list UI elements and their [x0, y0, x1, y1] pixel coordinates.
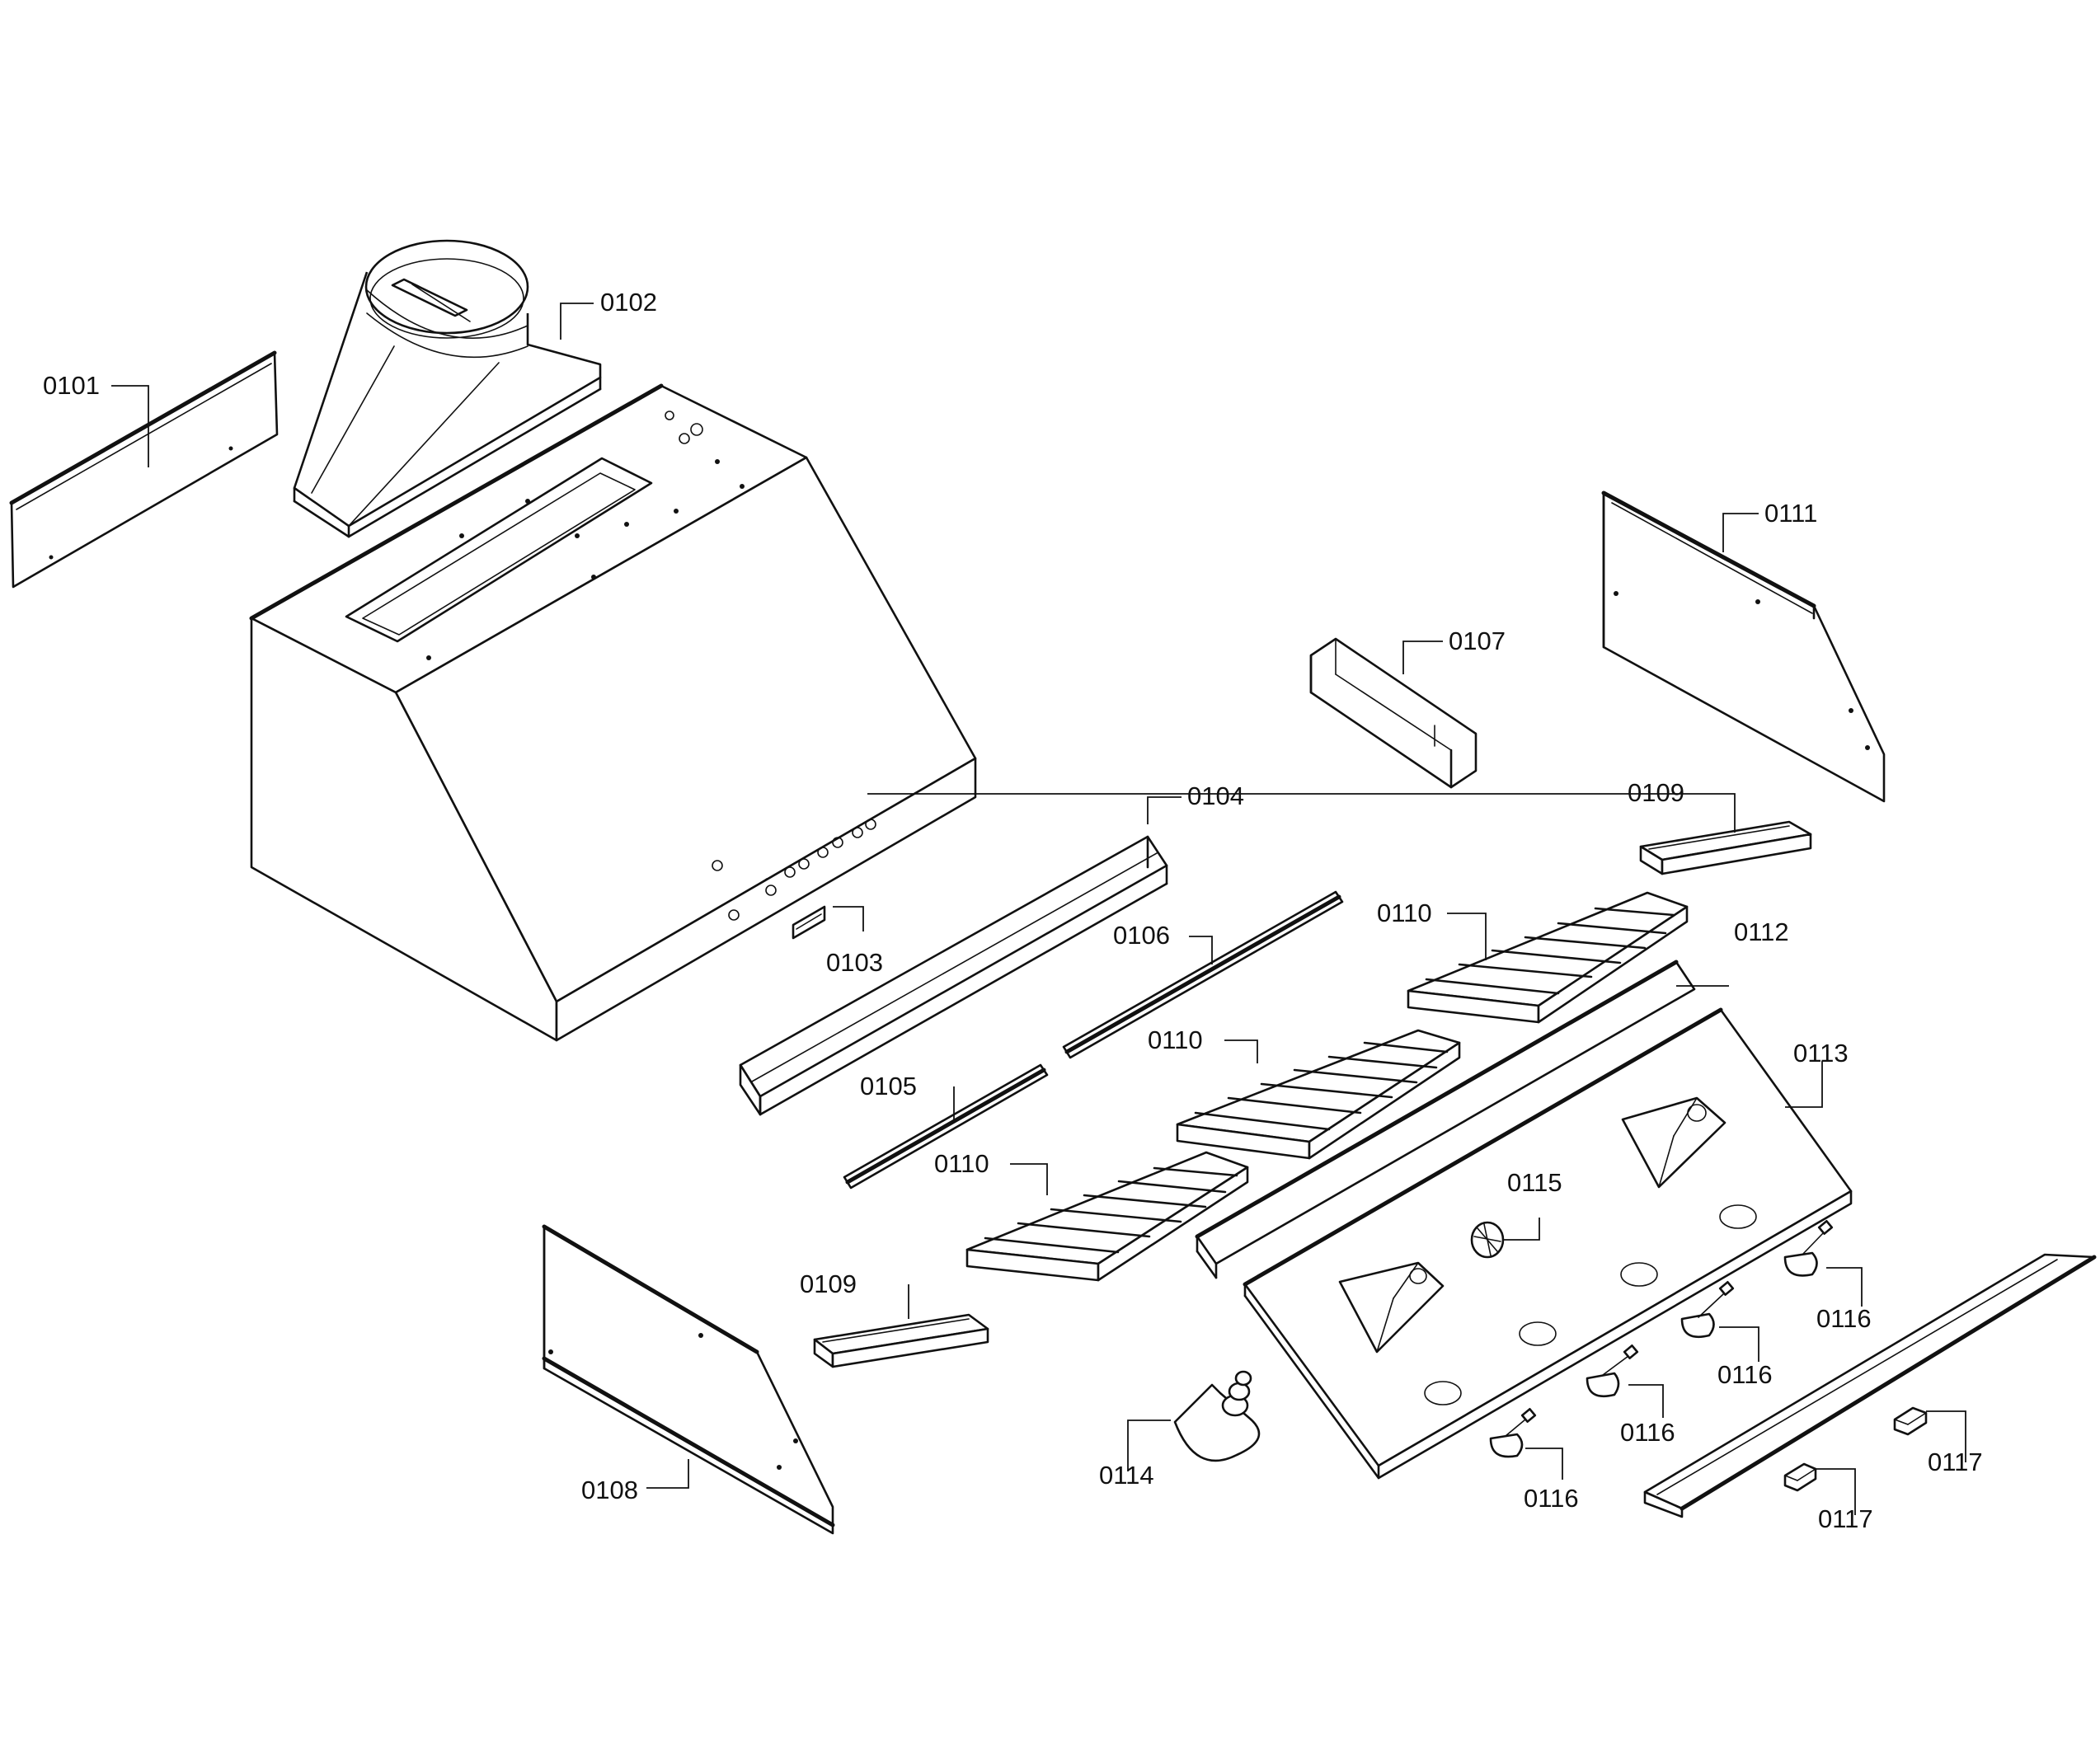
label-0106: 0106	[1113, 921, 1170, 950]
part-0116-socket-1	[1489, 1408, 1537, 1458]
label-0101: 0101	[43, 371, 100, 400]
label-0113: 0113	[1793, 1039, 1849, 1068]
label-0116-a: 0116	[1816, 1304, 1872, 1333]
part-0104-front-channel	[739, 835, 1168, 1116]
part-0109-tray-upper	[1639, 820, 1812, 875]
part-0108-side-panel	[542, 1224, 835, 1535]
label-0110-middle: 0110	[1148, 1025, 1203, 1054]
label-0115: 0115	[1507, 1168, 1562, 1197]
label-0112: 0112	[1734, 917, 1789, 946]
label-0116-b: 0116	[1717, 1360, 1773, 1389]
label-0109-upper: 0109	[1628, 778, 1684, 807]
part-0105-strip	[843, 1063, 1049, 1190]
label-0114: 0114	[1099, 1461, 1154, 1490]
part-0112-strip	[1195, 960, 1696, 1279]
leader-lines	[111, 303, 1966, 1515]
label-0108: 0108	[581, 1476, 638, 1504]
part-0116-socket-2	[1586, 1344, 1639, 1398]
label-0117-b: 0117	[1818, 1504, 1873, 1533]
part-0110-filter-middle	[1176, 1029, 1461, 1160]
part-0109-tray-lower	[813, 1313, 989, 1368]
part-0106-strip	[1062, 890, 1344, 1059]
part-0117-clip-1	[1893, 1406, 1928, 1436]
part-0102-duct-collar	[293, 239, 602, 538]
front-trim-rail	[1643, 1253, 2097, 1518]
part-0110-filter-left	[965, 1151, 1249, 1282]
part-0116-socket-4	[1783, 1220, 1834, 1277]
part-0101-back-panel	[9, 350, 279, 589]
part-0103-control-badge	[792, 905, 826, 940]
part-0116-socket-3	[1680, 1281, 1735, 1339]
part-labels: 0101 0102 0103 0104 0105 0106 0107 0108 …	[43, 288, 1983, 1533]
label-0104: 0104	[1187, 781, 1244, 810]
label-0110-right: 0110	[1377, 899, 1432, 927]
part-0110-filter-right	[1407, 891, 1689, 1024]
part-0115-cap	[1470, 1221, 1505, 1259]
label-0116-d: 0116	[1524, 1484, 1579, 1513]
part-0113-liner	[1243, 1007, 1853, 1480]
label-0103: 0103	[826, 948, 883, 977]
label-0110-left: 0110	[934, 1149, 989, 1178]
part-0111-side-panel	[1601, 490, 1886, 803]
part-0114-lamp	[1173, 1370, 1261, 1462]
label-0109-lower: 0109	[800, 1269, 857, 1298]
label-0102: 0102	[600, 288, 657, 317]
label-0105: 0105	[860, 1072, 917, 1100]
part-0107-bracket	[1309, 637, 1478, 789]
part-0117-clip-2	[1783, 1462, 1817, 1492]
hood-body	[249, 383, 977, 1042]
label-0117-a: 0117	[1928, 1448, 1983, 1476]
label-0116-c: 0116	[1620, 1418, 1675, 1447]
label-0107: 0107	[1449, 626, 1506, 655]
label-0111: 0111	[1764, 499, 1817, 528]
